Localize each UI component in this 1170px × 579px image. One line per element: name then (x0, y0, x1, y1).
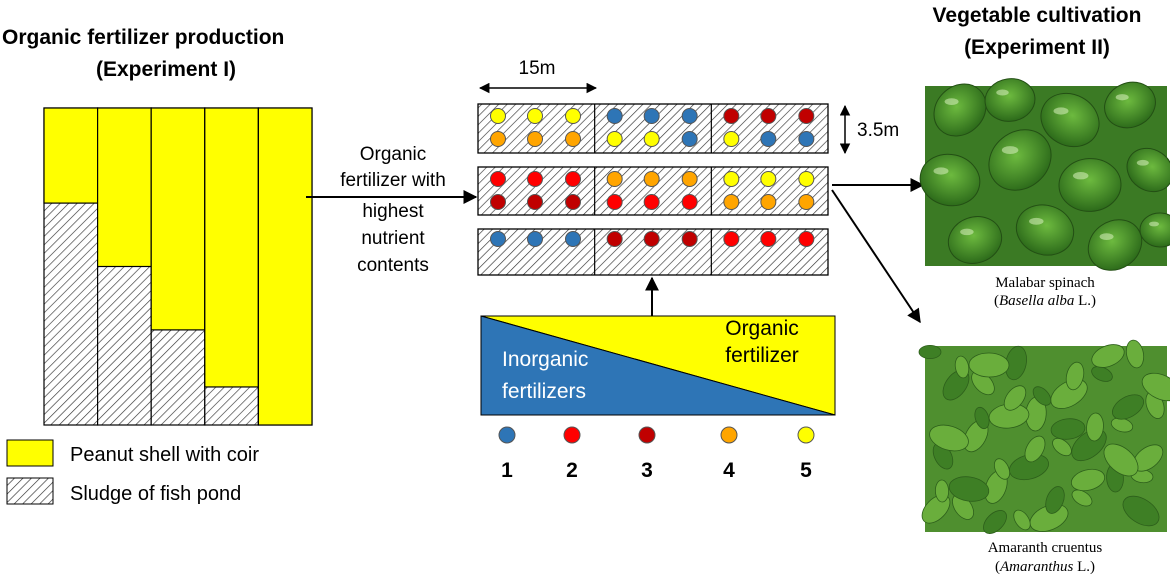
plot-dot (527, 131, 543, 147)
treatment-1-label: 1 (501, 459, 513, 482)
plot-dot (798, 194, 815, 210)
composition-bars (43, 107, 313, 426)
bar-2-coir (96, 107, 152, 268)
plot-dot (565, 108, 581, 124)
plot-dot (798, 131, 815, 147)
bar-1-coir (43, 107, 99, 204)
plot-dot (681, 171, 698, 187)
amaranth-common-name: Amaranth cruentus (988, 540, 1103, 556)
height-dimension-label: 3.5m (857, 120, 899, 141)
plot-dot (643, 194, 660, 210)
organic-label-line2: fertilizer (725, 344, 799, 367)
plot-dot (798, 231, 815, 247)
plot-dot (490, 231, 506, 247)
legend-coir-swatch (6, 439, 54, 467)
plot-dot (723, 131, 740, 147)
treatment-5-label: 5 (800, 459, 812, 482)
treatment-2-dot (563, 426, 581, 444)
plot-dot (798, 171, 815, 187)
plot-dot (490, 194, 506, 210)
treatment-2-label: 2 (566, 459, 578, 482)
bar-5-coir (257, 107, 313, 426)
plot-dot (527, 108, 543, 124)
organic-label-line1: Organic (725, 317, 799, 340)
plot-dot (565, 194, 581, 210)
plot-dot (760, 194, 777, 210)
flow-label-line3: highest (362, 201, 424, 222)
bar-4-coir (204, 107, 260, 388)
plot-dot (490, 108, 506, 124)
flow-label-line5: contents (357, 255, 429, 276)
bar-3-coir (150, 107, 206, 331)
plot-dot (606, 171, 623, 187)
legend-coir-label: Peanut shell with coir (70, 444, 259, 466)
amaranth-photo (918, 339, 1170, 534)
malabar-spinach-photo (919, 78, 1170, 271)
plot-dot (723, 231, 740, 247)
plot-dot (565, 231, 581, 247)
treatment-legend: 1 2 3 4 5 (498, 426, 815, 482)
plot-dot (723, 108, 740, 124)
width-dimension-label: 15m (519, 58, 556, 79)
plot-dot (490, 131, 506, 147)
flow-label-line4: nutrient (361, 228, 425, 249)
plot-dot (565, 131, 581, 147)
plot-dot (527, 171, 543, 187)
treatment-1-dot (498, 426, 516, 444)
treatment-5-dot (797, 426, 815, 444)
arrow-to-amaranth (831, 189, 921, 324)
field-plots (477, 103, 829, 276)
plot-dot (681, 231, 698, 247)
plot-dot (760, 108, 777, 124)
legend-sludge-label: Sludge of fish pond (70, 483, 241, 505)
plot-dot (643, 231, 660, 247)
plot-dot (681, 108, 698, 124)
flow-label-line1: Organic (360, 144, 427, 165)
treatment-3-dot (638, 426, 656, 444)
plot-dot (643, 108, 660, 124)
treatment-4-label: 4 (723, 459, 735, 482)
inorganic-label-line2: fertilizers (502, 380, 586, 403)
plot-dot (723, 171, 740, 187)
plot-dot (760, 131, 777, 147)
flow-label-line2: fertilizer with (340, 170, 446, 191)
experiment1-subtitle: (Experiment I) (96, 58, 236, 81)
plot-dot (643, 171, 660, 187)
treatment-4-dot (720, 426, 738, 444)
amaranth-scientific-name: (Amaranthus L.) (995, 559, 1095, 575)
plot-dot (606, 231, 623, 247)
plot-dot (606, 131, 623, 147)
malabar-common-name: Malabar spinach (995, 275, 1095, 291)
plot-dot (606, 194, 623, 210)
plot-dot (681, 131, 698, 147)
plot-dot (565, 171, 581, 187)
experiment1-title: Organic fertilizer production (2, 26, 284, 49)
inorganic-label-line1: Inorganic (502, 348, 588, 371)
legend-sludge-swatch (6, 477, 54, 505)
plot-dot (643, 131, 660, 147)
malabar-scientific-name: (Basella alba L.) (994, 293, 1096, 309)
plot-dot (798, 108, 815, 124)
plot-dot (723, 194, 740, 210)
experiment2-subtitle: (Experiment II) (964, 36, 1110, 59)
plot-dot (760, 231, 777, 247)
plot-dot (527, 194, 543, 210)
treatment-3-label: 3 (641, 459, 653, 482)
plot-dot (527, 231, 543, 247)
experiment2-title: Vegetable cultivation (933, 4, 1142, 27)
inorganic-gradient-triangle (480, 315, 836, 416)
plot-dot (606, 108, 623, 124)
plot-dot (490, 171, 506, 187)
plot-dot (681, 194, 698, 210)
plot-dot (760, 171, 777, 187)
